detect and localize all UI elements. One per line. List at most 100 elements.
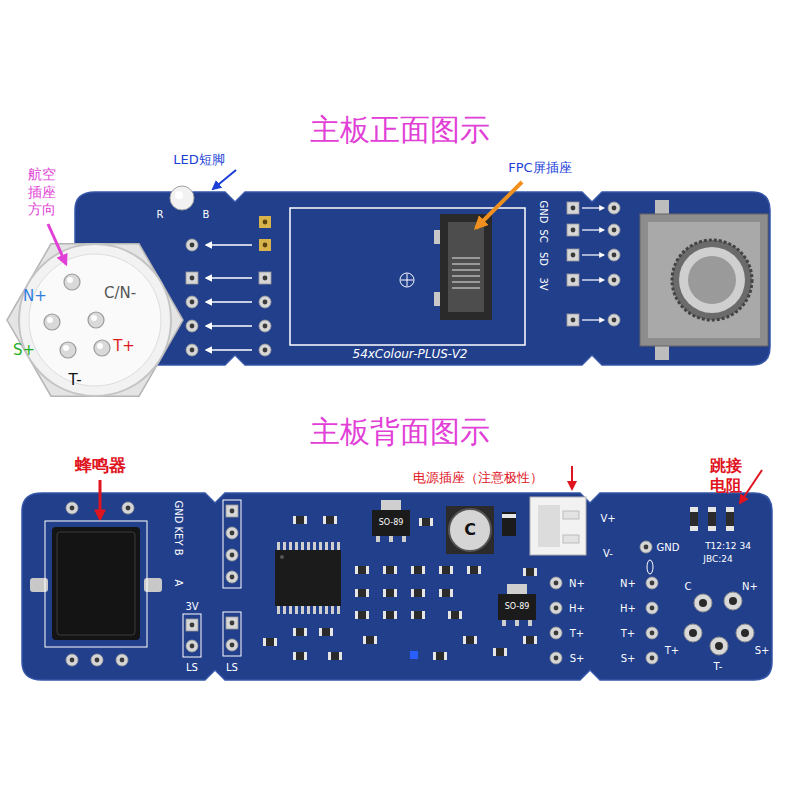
pad (608, 202, 620, 214)
socket-body (530, 497, 586, 555)
wire-arrow (582, 254, 604, 255)
back-board: GND KEY BA3VLSLSSO-89CV+V-SO-89N+H+T+S+G… (20, 490, 776, 684)
resistor (523, 568, 537, 576)
fpc-contacts (452, 258, 480, 288)
resistor (419, 518, 433, 526)
resistor (319, 628, 333, 636)
pad (567, 202, 579, 214)
silk-label: SC (538, 229, 549, 242)
connector-pin (88, 312, 104, 328)
ic-dot (280, 555, 284, 559)
resistor (467, 566, 481, 574)
resistor (411, 566, 425, 574)
silk-label: V- (603, 548, 613, 559)
encoder-knob (688, 256, 736, 304)
silk-label: T+ (570, 628, 585, 639)
connector-nut (7, 244, 183, 396)
resistor (383, 566, 397, 574)
capacitor-base (446, 506, 494, 554)
silk-label: 3V (185, 601, 198, 612)
shape-group (7, 244, 183, 396)
resistor (383, 589, 397, 597)
jumper-resistor (726, 507, 734, 531)
regulator-body (372, 510, 410, 536)
resistor (383, 611, 397, 619)
pad (608, 249, 620, 261)
pad (259, 344, 271, 356)
led (170, 186, 194, 210)
callout-arrow (213, 170, 236, 189)
fpc-body (440, 214, 492, 320)
encoder-knob (672, 240, 752, 320)
resistor (493, 648, 507, 656)
pad (259, 296, 271, 308)
callout-label: 跳接 电阻 (708, 456, 745, 496)
wire-arrow (206, 301, 252, 303)
pad (608, 314, 620, 326)
pad (91, 654, 103, 666)
pad (186, 640, 198, 652)
silk-label: N+ (742, 581, 758, 592)
connector-pin (63, 345, 69, 351)
resistor (355, 566, 369, 574)
ring-pad (684, 624, 702, 642)
silk-label: N+ (569, 578, 585, 589)
pad (186, 272, 198, 284)
ring-pad (724, 592, 742, 610)
pad (186, 239, 198, 251)
connector-face (19, 244, 171, 396)
resistor (411, 589, 425, 597)
encoder-body (640, 214, 768, 346)
wire-arrow (206, 349, 252, 351)
pad (186, 619, 198, 631)
silk-label: H+ (620, 603, 636, 614)
resistor (328, 652, 342, 660)
callout-arrow (99, 480, 102, 519)
regulator-body (498, 594, 536, 620)
buzzer-silk (45, 521, 147, 647)
connector-pin (47, 317, 53, 323)
callout-label: 蜂鸣器 (75, 455, 126, 476)
pad (186, 320, 198, 332)
pad (226, 617, 238, 629)
encoder-face (648, 222, 760, 338)
silk-label: V+ (600, 513, 615, 524)
board-outline (22, 493, 772, 680)
pad (186, 296, 198, 308)
regulator-tab (381, 500, 401, 510)
silk-label: S+ (621, 653, 636, 664)
rotary-encoder (640, 200, 768, 360)
callout-label: 电源插座（注意极性） (413, 470, 543, 486)
led-body (170, 186, 194, 210)
power-socket (530, 497, 586, 555)
pad (226, 549, 238, 561)
silk-label: T+ (665, 645, 680, 656)
pad (66, 502, 78, 514)
resistor (323, 516, 337, 524)
pad (646, 602, 658, 614)
silk-label: SD (538, 252, 549, 266)
wire-arrow (206, 244, 252, 246)
heading: 主板背面图示 (310, 413, 490, 451)
pad (640, 541, 652, 553)
pad (567, 314, 579, 326)
small-capacitor (502, 512, 516, 536)
pad (226, 505, 238, 517)
heading: 主板正面图示 (310, 111, 490, 149)
silk-label: A (173, 580, 184, 587)
test-point (410, 651, 418, 659)
led-highlight (175, 191, 183, 199)
pad (259, 320, 271, 332)
silk-label: S+ (570, 653, 585, 664)
pad (259, 272, 271, 284)
connector-pin (64, 274, 80, 290)
pin-label: T- (68, 372, 81, 389)
pad (646, 627, 658, 639)
pad (186, 344, 198, 356)
silk-label: SO-89 (379, 519, 404, 528)
silk-label: SO-89 (505, 603, 530, 612)
silk-label: T12:12 34 (705, 542, 751, 552)
pad (608, 224, 620, 236)
wire-arrow (582, 319, 604, 320)
pad (550, 652, 562, 664)
